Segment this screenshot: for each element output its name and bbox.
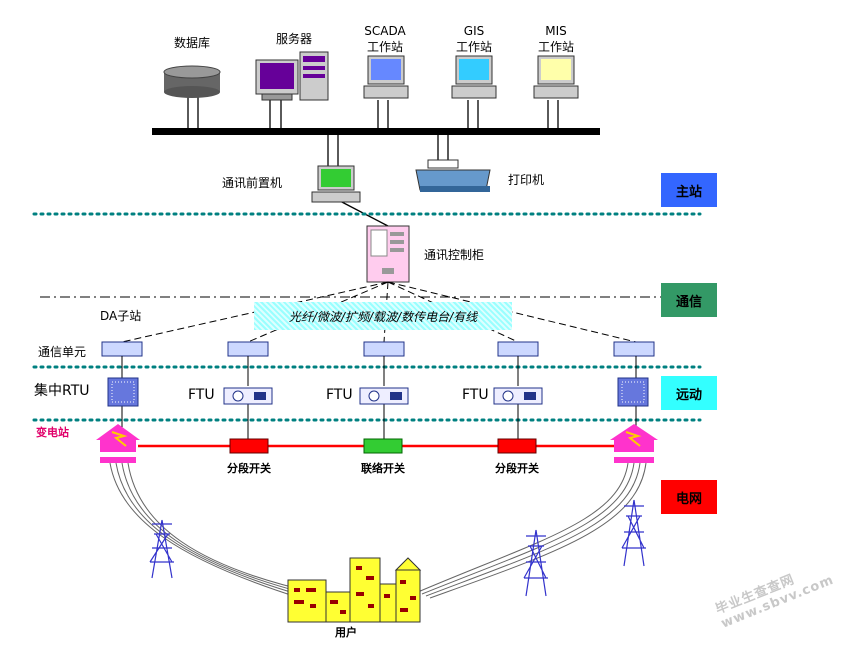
- mis-label-line1: MIS: [545, 24, 567, 38]
- scada-label-line1: SCADA: [364, 24, 406, 38]
- da-substation-label: DA子站: [100, 309, 142, 323]
- switch-label-tie: 联络开关: [361, 462, 405, 475]
- transmission-lines: [109, 462, 647, 599]
- comm-units: [101, 341, 655, 357]
- printer-label: 打印机: [508, 173, 545, 187]
- substation-icons: [96, 424, 658, 463]
- front-end-computer-icon: [311, 165, 361, 203]
- front-end-label: 通讯前置机: [222, 176, 283, 190]
- ftu-units: [223, 387, 543, 405]
- central-rtu-label: 集中RTU: [34, 383, 90, 399]
- users-label: 用户: [335, 626, 357, 639]
- comm-unit-drops: [121, 356, 637, 440]
- layer-tag-comm: 通信: [661, 283, 717, 317]
- lan-bus: [152, 128, 600, 135]
- printer-icon: [415, 159, 491, 192]
- layer-tag-telecontrol: 远动: [661, 376, 717, 410]
- rtu-units: [107, 377, 649, 407]
- comm-cabinet-icon: [366, 225, 410, 283]
- gis-label-line2: 工作站: [455, 40, 493, 54]
- ftu-label-3: FTU: [462, 387, 489, 403]
- gis-label-line1: GIS: [463, 24, 485, 38]
- channel-band-label: 光纤/微波/扩频/载波/数传电台/有线: [288, 309, 478, 324]
- server-icon: [255, 51, 329, 101]
- database-label: 数据库: [173, 36, 211, 50]
- comm-cabinet-label: 通讯控制柜: [424, 248, 485, 262]
- substation-label: 变电站: [36, 426, 69, 439]
- server-label: 服务器: [275, 32, 313, 46]
- channel-band: 光纤/微波/扩频/载波/数传电台/有线: [254, 302, 512, 330]
- switch-label-sectional-right: 分段开关: [495, 462, 539, 475]
- gis-workstation-icon: [451, 55, 497, 99]
- scada-workstation-icon: [363, 55, 409, 99]
- layer-tag-grid: 电网: [661, 480, 717, 514]
- ftu-label-1: FTU: [188, 387, 215, 403]
- mis-workstation-icon: [533, 55, 579, 99]
- scada-label-line2: 工作站: [366, 40, 404, 54]
- switch-icons: [229, 438, 537, 454]
- users-buildings-icon: [287, 557, 422, 623]
- bus-drops: [187, 96, 559, 227]
- ftu-label-2: FTU: [326, 387, 353, 403]
- mis-label-line2: 工作站: [537, 40, 575, 54]
- comm-unit-label: 通信单元: [38, 345, 87, 359]
- database-icon: [163, 65, 221, 98]
- tower-icons: [149, 499, 646, 597]
- layer-tag-master: 主站: [661, 173, 717, 207]
- layer-dividers: [32, 212, 702, 422]
- switch-label-sectional-left: 分段开关: [227, 462, 271, 475]
